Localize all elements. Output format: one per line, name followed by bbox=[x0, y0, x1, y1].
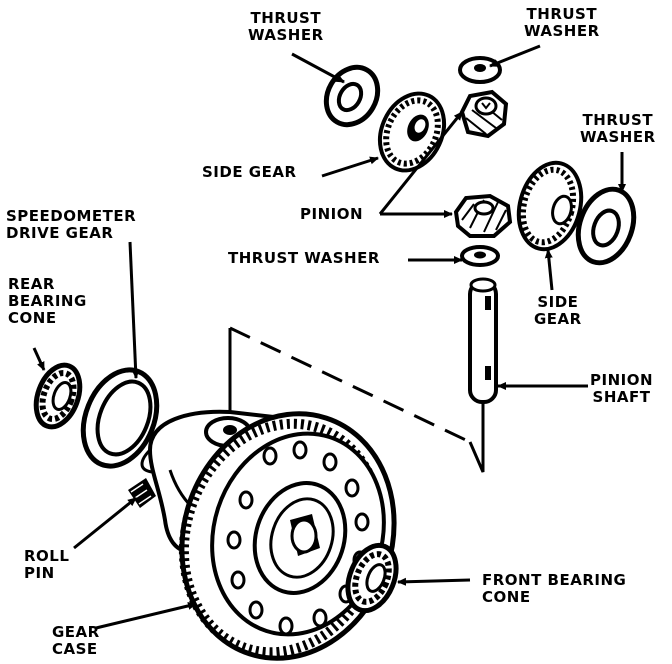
roll-pin bbox=[128, 478, 156, 508]
label-gear-case: GEAR CASE bbox=[52, 623, 100, 658]
label-pinion: PINION bbox=[300, 205, 364, 223]
leader-lines bbox=[32, 44, 626, 630]
label-roll-pin: ROLL PIN bbox=[24, 547, 70, 582]
label-rear-bearing-cone: REAR BEARING CONE bbox=[8, 275, 87, 327]
label-front-bearing-cone: FRONT BEARING CONE bbox=[482, 571, 627, 606]
label-pinion-shaft: PINION SHAFT bbox=[590, 371, 654, 406]
side-gear-right bbox=[516, 160, 584, 252]
thrust-washer-upper-left bbox=[323, 64, 381, 128]
label-side-gear-2: SIDE GEAR bbox=[534, 293, 582, 328]
thrust-washer-right-large bbox=[575, 186, 637, 266]
speedometer-drive-gear bbox=[80, 367, 160, 469]
label-thrust-washer-4: THRUST WASHER bbox=[228, 249, 380, 267]
label-speedometer-drive-gear: SPEEDOMETER DRIVE GEAR bbox=[6, 207, 137, 242]
thrust-washer-upper-right bbox=[458, 56, 502, 84]
label-side-gear-1: SIDE GEAR bbox=[202, 163, 297, 181]
pinion-upper bbox=[459, 89, 509, 139]
label-thrust-washer-3: THRUST WASHER bbox=[580, 111, 656, 146]
label-thrust-washer-2: THRUST WASHER bbox=[524, 5, 600, 40]
front-bearing-cone bbox=[345, 542, 399, 614]
label-thrust-washer-1: THRUST WASHER bbox=[248, 9, 324, 44]
side-gear-upper bbox=[377, 91, 447, 173]
pinion-shaft bbox=[468, 277, 498, 404]
rear-bearing-cone bbox=[33, 362, 83, 430]
pinion-lower bbox=[453, 193, 513, 238]
thrust-washer-lower-small bbox=[460, 245, 500, 267]
